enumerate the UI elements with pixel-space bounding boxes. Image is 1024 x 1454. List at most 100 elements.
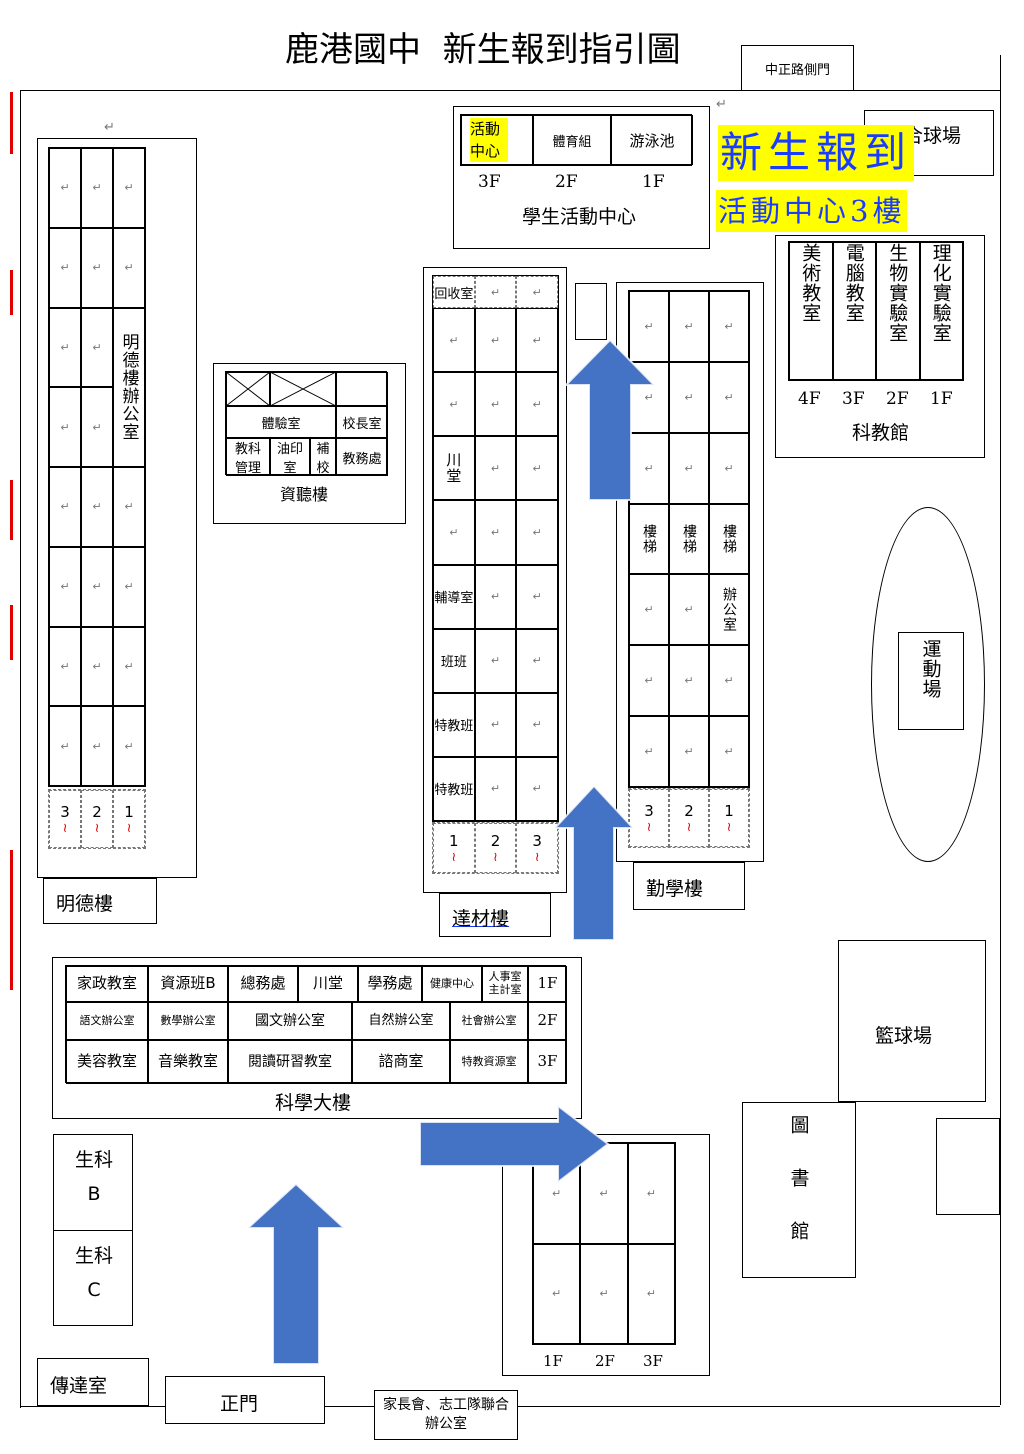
qinxue-rooms: ↵↵↵ ↵↵↵ ↵↵↵ 樓梯 樓梯 樓梯 ↵↵ 辦公室 ↵↵↵ ↵↵↵ — [628, 290, 750, 788]
mingde-label: 明德樓 — [56, 893, 114, 915]
room-reading: 閱讀研習教室 — [228, 1040, 352, 1084]
room-recycle: 回收室 — [433, 276, 475, 308]
playground — [871, 507, 985, 862]
floor-label: 1F — [543, 1352, 563, 1370]
dacai-label: 達材樓 — [452, 908, 510, 930]
room-counseling: 輔導室 — [433, 564, 475, 629]
cross-box — [270, 372, 336, 406]
floor-label: 1F — [930, 389, 953, 409]
room-consulting: 諮商室 — [352, 1040, 450, 1084]
stair-floor: 2 — [490, 831, 501, 850]
room-home-ec: 家政教室 — [66, 966, 148, 1002]
floor-label: 3F — [478, 172, 501, 192]
room-night-school: 補校 — [310, 438, 336, 476]
science-building — [775, 235, 985, 458]
activity-center-label: 學生活動中心 — [522, 206, 637, 228]
room-language-office: 語文辦公室 — [66, 1002, 148, 1040]
page-title: 鹿港國中 新生報到指引圖 — [285, 30, 681, 70]
bio-room-b: 生科B — [74, 1149, 113, 1205]
room-personnel: 人事室主計室 — [482, 966, 528, 1002]
room-activity-center: 活動中心 — [461, 115, 533, 165]
bio-divider — [53, 1230, 133, 1231]
arrow-right — [419, 1103, 610, 1185]
listening-rooms: 體驗室 校長室 教科管理 油印室 補校 教務處 — [225, 371, 388, 476]
room-general-affairs: 總務處 — [228, 966, 298, 1002]
room-resource-b: 資源班B — [148, 966, 228, 1002]
margin-mark — [10, 92, 13, 154]
room-student-affairs: 學務處 — [358, 966, 422, 1002]
parents-office-label: 家長會、志工隊聯合辦公室 — [383, 1397, 509, 1432]
room-experience: 體驗室 — [226, 406, 336, 438]
floor-label: 3F — [528, 1040, 567, 1084]
cross-box — [226, 372, 270, 406]
room-pool: 游泳池 — [611, 115, 693, 165]
stair-floor: 2 — [92, 802, 102, 821]
room-physics-lab: 理化實驗室 — [919, 242, 963, 380]
floor-label: 3F — [643, 1352, 663, 1370]
text-mark: ↵ — [104, 120, 115, 135]
arrow-up-upper — [563, 338, 657, 501]
basketball-label: 籃球場 — [875, 1025, 933, 1047]
small-structure — [936, 1118, 1000, 1215]
margin-mark — [10, 850, 13, 990]
floor-label: 1F — [642, 172, 665, 192]
floor-label: 2F — [595, 1352, 615, 1370]
room-print: 油印室 — [270, 438, 310, 476]
campus-boundary-left — [20, 90, 21, 1408]
stair-floor: 2 — [684, 801, 694, 820]
room-beauty: 美容教室 — [66, 1040, 148, 1084]
qinxue-office: 辦公室 — [709, 574, 749, 646]
margin-mark — [10, 480, 13, 540]
arrow-up-lower — [552, 784, 636, 941]
room-textbook: 教科管理 — [226, 438, 270, 476]
dacai-rooms: 回收室↵↵ ↵↵↵ ↵↵↵ 川堂↵↵ ↵↵↵ 輔導室↵↵ 班班↵↵ 特教班↵↵ … — [432, 275, 559, 822]
stair-floor: 3 — [532, 831, 542, 850]
stair-floor: 1 — [449, 831, 459, 850]
campus-boundary-top — [20, 90, 1000, 91]
stair-floor: 1 — [724, 801, 734, 820]
listening-building-label: 資聽樓 — [280, 485, 329, 504]
room-class: 班班 — [433, 628, 475, 693]
qinxue-label-box: 勤學樓 — [633, 862, 745, 910]
room-computer: 電腦教室 — [832, 242, 876, 380]
floor-label: 3F — [842, 389, 865, 409]
room-music: 音樂教室 — [148, 1040, 228, 1084]
stairwell: 樓梯 — [629, 503, 669, 575]
room-principal: 校長室 — [336, 406, 388, 438]
text-mark: ↵ — [716, 97, 727, 112]
room-special-ed: 特教班 — [433, 756, 475, 821]
guard-room: 傳達室 — [37, 1358, 149, 1406]
margin-mark — [10, 605, 13, 660]
playground-label-box: 運動場 — [898, 632, 964, 730]
mingde-label-box: 明德樓 — [43, 878, 157, 924]
floor-label: 2F — [886, 389, 909, 409]
room-sports-section: 體育組 — [533, 115, 611, 165]
room-biology-lab: 生物實驗室 — [876, 242, 920, 380]
mingde-building — [37, 138, 197, 878]
room-health-center: 健康中心 — [422, 966, 482, 1002]
room-academic: 教務處 — [336, 438, 388, 476]
science-tower-label: 科學大樓 — [275, 1092, 352, 1114]
main-gate-label: 正門 — [220, 1393, 259, 1415]
guard-room-label: 傳達室 — [50, 1375, 108, 1397]
room-chinese-office: 國文辦公室 — [228, 1002, 352, 1040]
activity-center-rooms: 活動中心 體育組 游泳池 — [460, 114, 693, 166]
room-math-office: 數學辦公室 — [148, 1002, 228, 1040]
arrow-up-main-gate — [245, 1182, 347, 1365]
playground-label: 運動場 — [919, 639, 942, 699]
corridor — [575, 283, 607, 340]
margin-mark — [10, 270, 13, 315]
zhongzheng-gate: 中正路側門 — [741, 45, 854, 91]
mingde-office: 明德樓辦公室 — [113, 307, 145, 467]
qinxue-label: 勤學樓 — [646, 878, 704, 900]
floor-label: 1F — [528, 966, 567, 1002]
bio-room-c: 生科C — [74, 1245, 113, 1301]
library: 圖書館 — [742, 1102, 856, 1278]
notice-line1: 新生報到 — [718, 125, 915, 181]
stair-floor: 3 — [644, 801, 654, 820]
science-building-label: 科教館 — [852, 422, 910, 444]
mingde-stairs: 3≀ 2≀ 1≀ — [48, 789, 146, 849]
floor-label: 2F — [555, 172, 578, 192]
floor-label: 4F — [798, 389, 821, 409]
